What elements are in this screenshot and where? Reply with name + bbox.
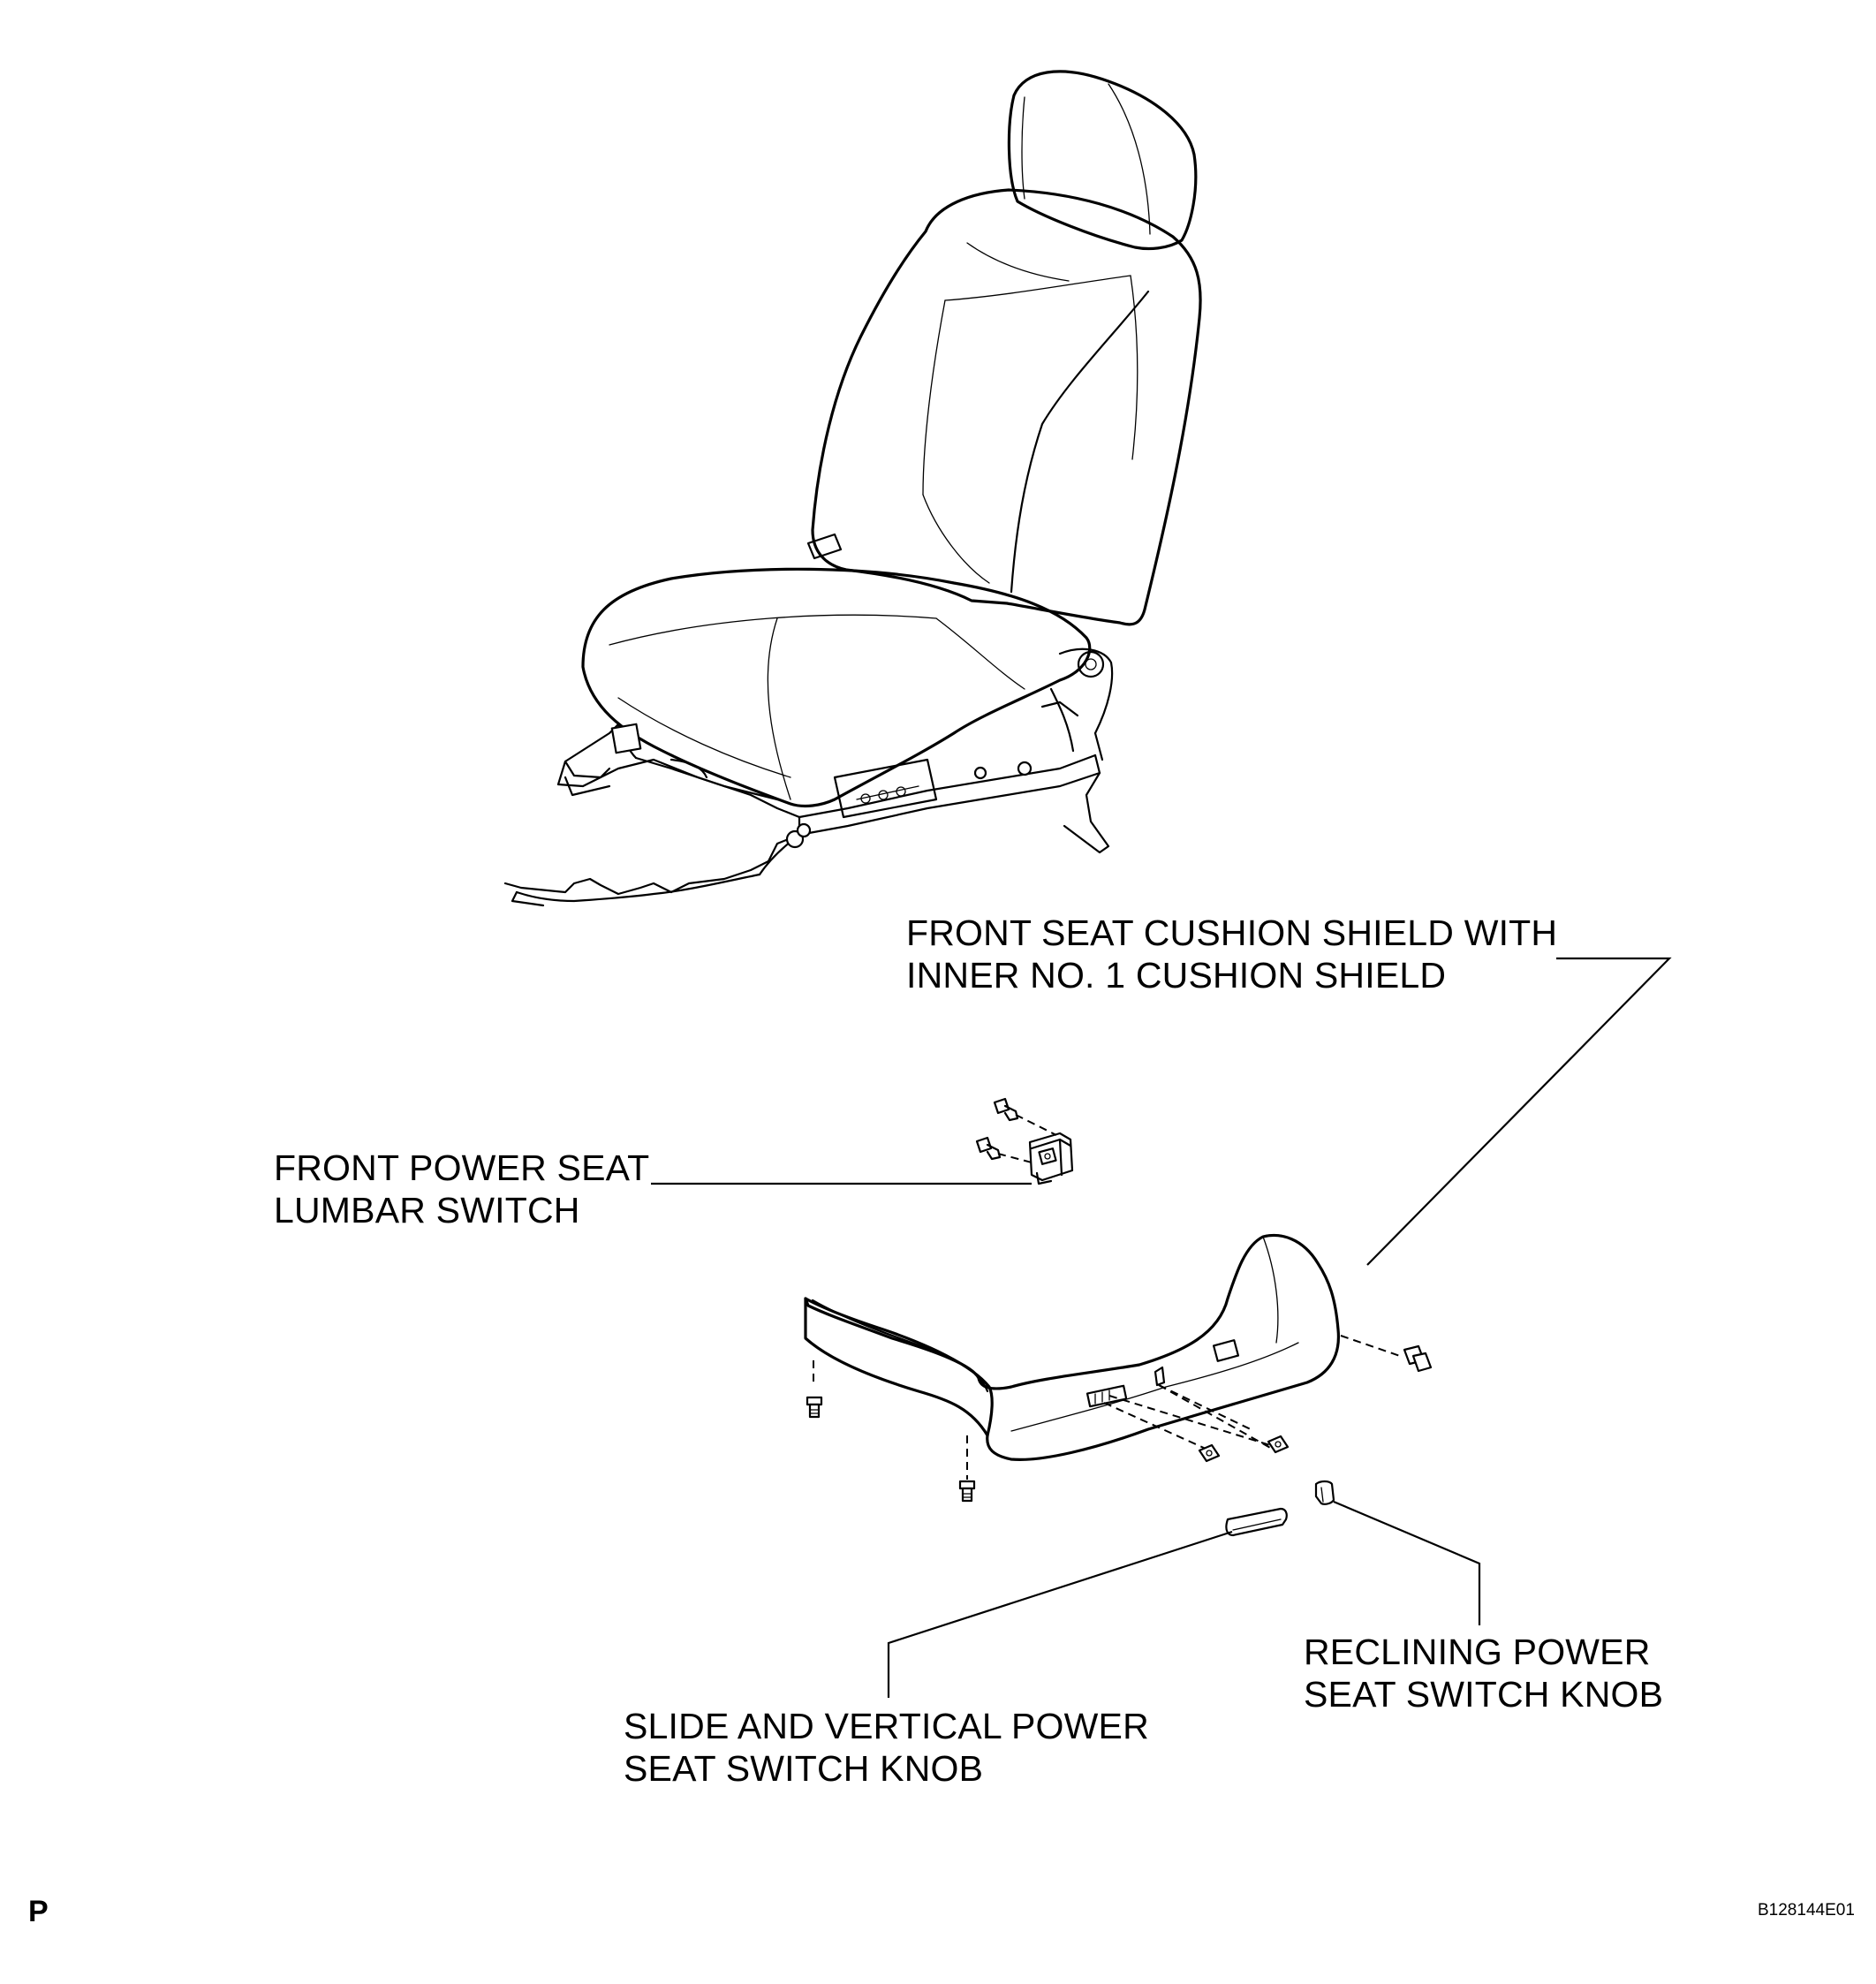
label-cushion-shield: FRONT SEAT CUSHION SHIELD WITH INNER NO.… xyxy=(906,912,1557,996)
cushion-shield-part xyxy=(804,1233,1341,1461)
seat-track-frame xyxy=(503,647,1114,907)
leader-reclining-knob xyxy=(1333,1500,1481,1625)
label-reclining-knob: RECLINING POWER SEAT SWITCH KNOB xyxy=(1304,1631,1663,1715)
lumbar-switch-part xyxy=(1028,1132,1074,1185)
shield-screw-bottom xyxy=(958,1480,976,1503)
leader-cushion-shield xyxy=(1366,957,1672,1266)
label-cushion-shield-line1: FRONT SEAT CUSHION SHIELD WITH xyxy=(906,912,1558,953)
corner-letter: P xyxy=(28,1895,49,1928)
seat-cushion xyxy=(581,567,1092,808)
label-reclining-knob-line1: RECLINING POWER xyxy=(1304,1632,1651,1672)
front-seat-assembly xyxy=(503,70,1202,907)
lumbar-switch-screw-lower xyxy=(975,1136,1033,1163)
lumbar-switch-screw-upper xyxy=(993,1097,1057,1136)
shield-screw-right xyxy=(1267,1435,1290,1454)
shield-screw-rear xyxy=(1403,1344,1433,1373)
label-lumbar-switch-line1: FRONT POWER SEAT xyxy=(274,1147,650,1188)
shield-screw-left xyxy=(806,1396,823,1419)
label-slide-vertical-knob-line1: SLIDE AND VERTICAL POWER xyxy=(624,1706,1149,1746)
label-lumbar-switch: FRONT POWER SEAT LUMBAR SWITCH xyxy=(274,1147,649,1231)
figure-id: B128144E01 xyxy=(1758,1901,1855,1920)
shield-screw-center xyxy=(1198,1443,1221,1463)
label-lumbar-switch-line2: LUMBAR SWITCH xyxy=(274,1190,580,1231)
headrest xyxy=(1007,70,1198,251)
label-reclining-knob-line2: SEAT SWITCH KNOB xyxy=(1304,1674,1664,1715)
label-slide-vertical-knob: SLIDE AND VERTICAL POWER SEAT SWITCH KNO… xyxy=(624,1705,1149,1790)
shield-fastener-lines xyxy=(813,1335,1401,1480)
leader-slide-vertical-knob xyxy=(887,1530,1233,1698)
reclining-knob-part xyxy=(1314,1480,1335,1505)
label-cushion-shield-line2: INNER NO. 1 CUSHION SHIELD xyxy=(906,955,1447,996)
slide-vertical-knob-part xyxy=(1225,1507,1288,1537)
seatback xyxy=(806,188,1202,626)
label-slide-vertical-knob-line2: SEAT SWITCH KNOB xyxy=(624,1748,984,1789)
